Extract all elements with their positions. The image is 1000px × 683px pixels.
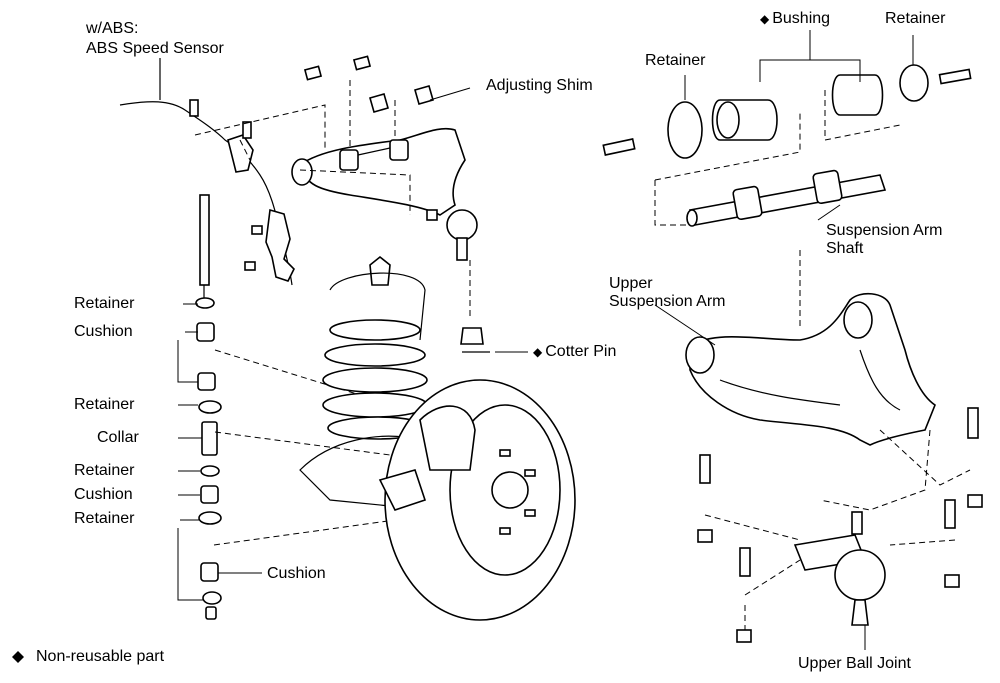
retainer-top-right-label: Retainer: [885, 10, 946, 27]
stack-hidden-lines: [213, 349, 396, 546]
stabilizer-link-stack: [195, 194, 222, 620]
suspension-arm-shaft-line1: Suspension Arm: [826, 222, 943, 239]
abs-sensor-bracket: [227, 134, 254, 173]
shim-leader: [429, 87, 471, 101]
shaft-hidden-lines: [654, 90, 901, 330]
abs-prefix-label: w/ABS:: [86, 20, 139, 37]
arm-hidden-lines: [194, 80, 471, 320]
upper-ball-joint-assembly: [793, 511, 886, 626]
stack-leader-lines: [177, 303, 262, 601]
non-reusable-icon: ◆: [533, 345, 543, 359]
upper-suspension-arm-label: Upper Suspension Arm: [609, 275, 726, 311]
arm-leader: [654, 304, 716, 346]
upper-suspension-arm-line1: Upper: [609, 275, 653, 292]
ball-joint-bolts: [697, 407, 983, 643]
left-retainer-1-label: Retainer: [74, 295, 135, 312]
suspension-arm-shaft-label: Suspension Arm Shaft: [826, 222, 943, 258]
castle-nut-and-cotter-pin: [460, 327, 528, 353]
retainer-leaders: [684, 35, 914, 100]
knuckle-and-rotor: [299, 379, 576, 621]
retainer-top-mid-label: Retainer: [645, 52, 706, 69]
upper-ball-joint-label: Upper Ball Joint: [798, 655, 911, 672]
left-retainer-4-label: Retainer: [74, 510, 135, 527]
upper-suspension-arm: [685, 292, 936, 446]
ball-joint-hidden-lines: [704, 429, 971, 630]
bushing-bracket: [759, 30, 861, 82]
non-reusable-icon: ◆: [760, 12, 770, 26]
cotter-pin-label: ◆Cotter Pin: [533, 343, 616, 361]
left-collar-label: Collar: [97, 429, 139, 446]
abs-speed-sensor-label: ABS Speed Sensor: [86, 40, 224, 57]
left-retainer-2-label: Retainer: [74, 396, 135, 413]
abs-sensor-head: [265, 208, 295, 282]
abs-bolts: [189, 99, 263, 271]
bushing-label: ◆Bushing: [760, 10, 830, 28]
upper-arm-assembled: [291, 127, 478, 261]
left-cushion-1-label: Cushion: [74, 323, 133, 340]
bottom-cushion-label: Cushion: [267, 565, 326, 582]
bushing-label-text: Bushing: [772, 10, 831, 27]
legend-label: Non-reusable part: [36, 648, 165, 665]
suspension-arm-shaft-line2: Shaft: [826, 240, 864, 257]
coil-spring-strut: [322, 255, 429, 440]
shaft-label-leader: [817, 204, 841, 221]
left-cushion-2-label: Cushion: [74, 486, 133, 503]
left-retainer-3-label: Retainer: [74, 462, 135, 479]
cotter-pin-label-text: Cotter Pin: [545, 343, 617, 360]
shaft-exploded-parts: [602, 64, 972, 227]
legend-diamond-icon: [12, 651, 24, 663]
upper-suspension-arm-line2: Suspension Arm: [609, 293, 726, 310]
adjusting-shim-label: Adjusting Shim: [486, 77, 593, 94]
shim-bolts: [303, 55, 434, 113]
